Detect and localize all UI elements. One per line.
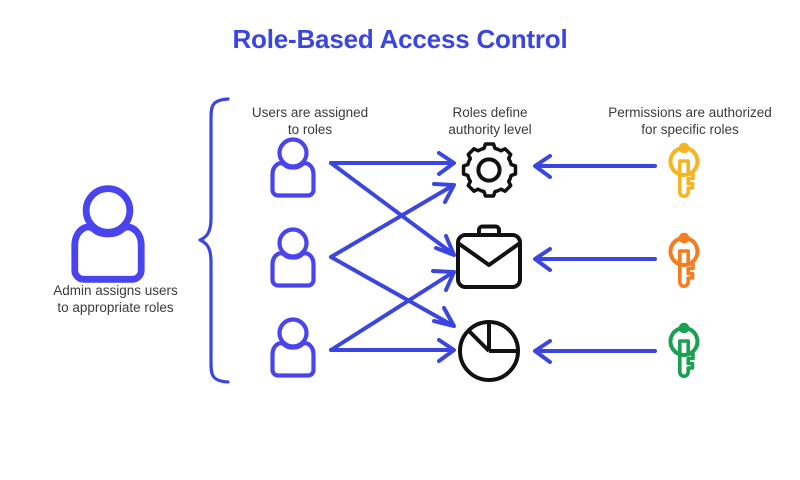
caption-users: Users are assigned to roles [251, 105, 369, 137]
arrow-key2-briefcase [533, 247, 657, 272]
key-icon-3 [668, 322, 700, 379]
admin-avatar [75, 189, 141, 280]
pie-chart-icon [458, 320, 520, 382]
arrow-user2-briefcase [329, 255, 456, 328]
curly-brace [198, 97, 230, 384]
arrow-key1-gear [533, 154, 657, 179]
user-icon-2 [273, 230, 314, 286]
caption-admin: Admin assigns users to appropriate roles [53, 283, 178, 315]
caption-roles: Roles define authority level [448, 105, 532, 137]
caption-permissions: Permissions are authorized for specific … [608, 105, 772, 137]
gear-icon [461, 142, 518, 198]
user-icon-3 [273, 320, 314, 376]
arrow-user3-briefcase [329, 269, 456, 352]
user-icon-1 [273, 140, 314, 196]
briefcase-icon [456, 224, 522, 289]
arrow-user1-briefcase [329, 161, 456, 257]
arrow-user3-piechart [329, 338, 456, 363]
key-icon-1 [668, 142, 700, 199]
arrow-user2-gear [329, 182, 456, 259]
page-title: Role-Based Access Control [232, 24, 568, 54]
arrow-user1-gear [329, 151, 456, 176]
arrow-key3-piechart [533, 339, 657, 364]
assignment-arrows [329, 151, 456, 363]
permission-arrows [533, 154, 657, 364]
key-icon-2 [668, 232, 700, 289]
